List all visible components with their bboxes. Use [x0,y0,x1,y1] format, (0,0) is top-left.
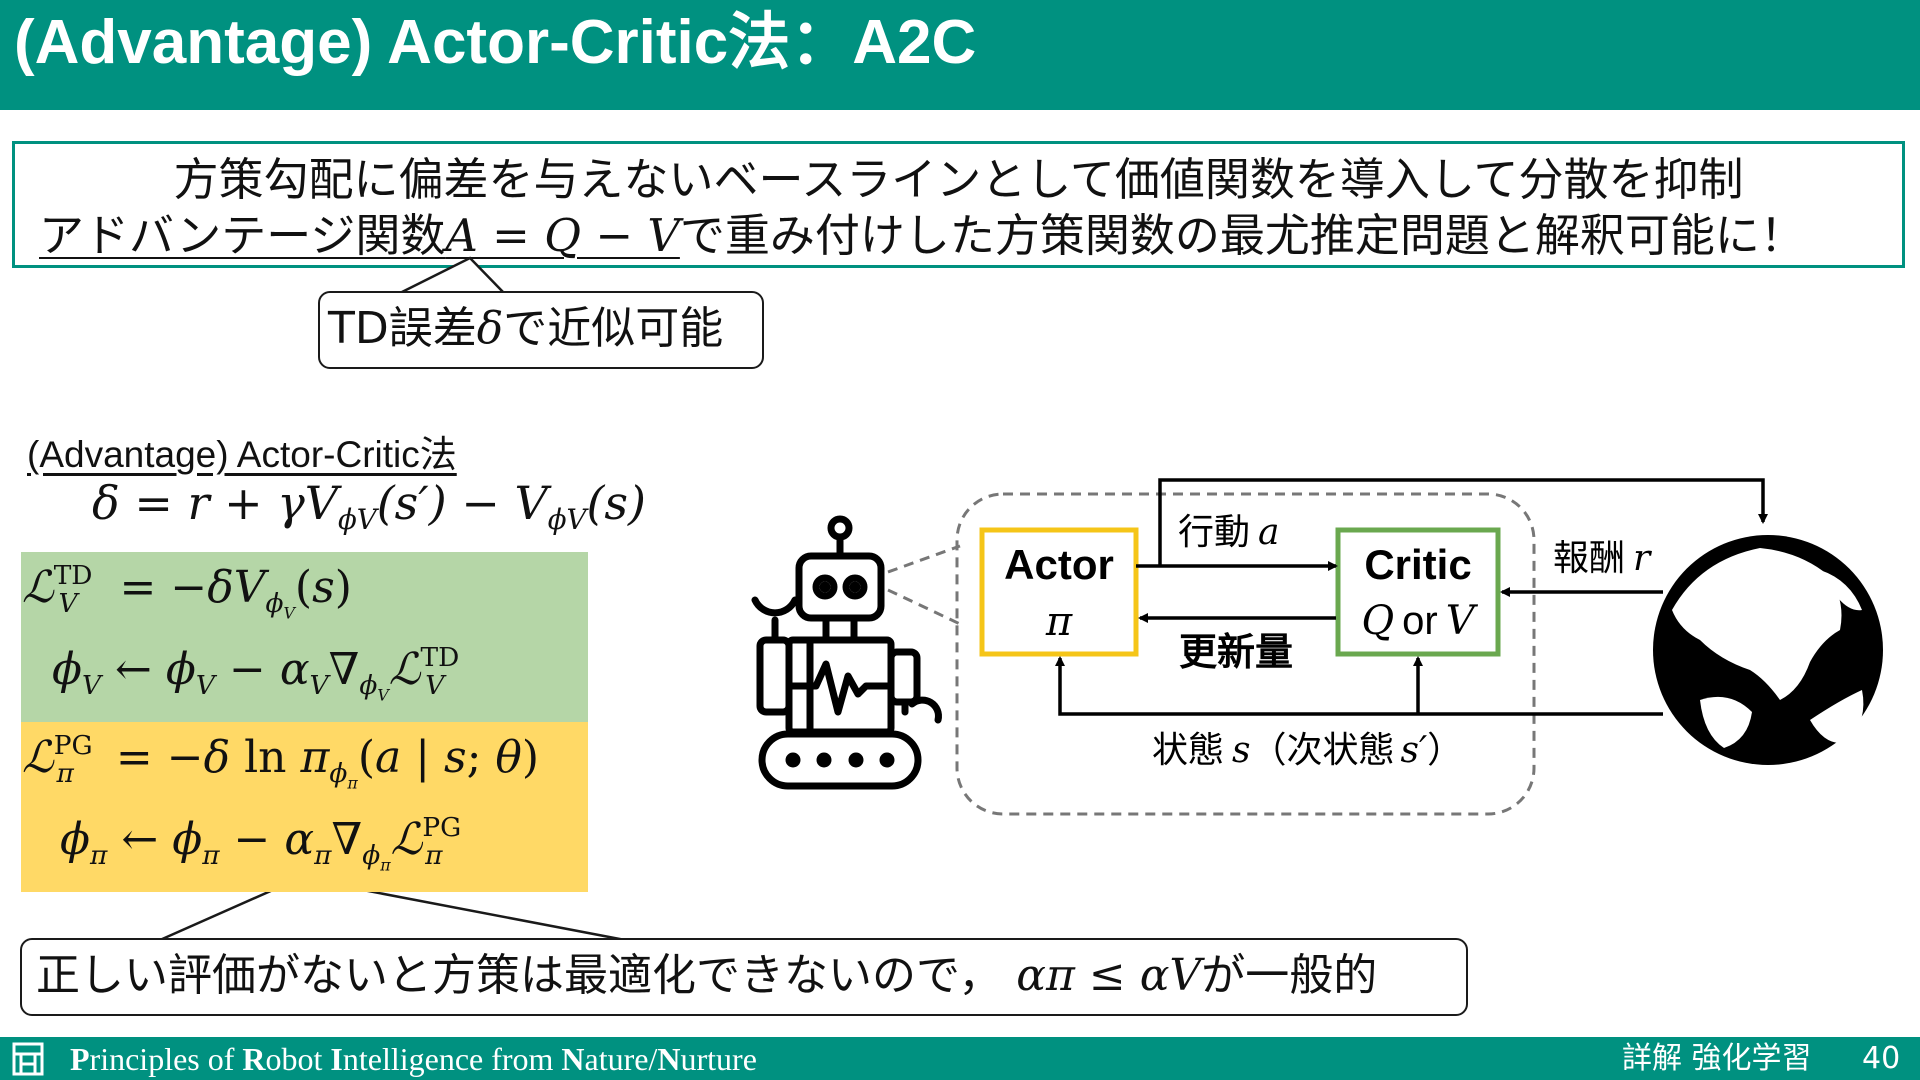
statement-line-2-rest: で重み付けした方策関数の最尤推定問題と解釈可能に！ [679,209,1805,262]
update-label: 更新量 [1179,630,1293,674]
critic-loss-box [21,552,588,722]
td-error-equation: δ = r + γVϕV(s′) − VϕV(s) [92,476,646,537]
critic-box [1335,527,1501,657]
advantage-formula: A = Q − V [445,209,680,262]
agent-boundary [955,492,1536,816]
learning-rate-text: 正しい評価がないと方策は最適化できないので， [36,950,1003,1001]
critic-loss-equation: ℒTDV = −δVϕV(s) [22,560,352,623]
slide-title: (Advantage) Actor-Critic法：A2C [14,8,977,77]
footer-book-title: 詳解 強化学習 [1622,1041,1812,1076]
actor-loss-equation: ℒPGπ = −δ ln πϕπ(a | s; θ) [22,730,540,793]
learning-rate-suffix: が一般的 [1201,950,1378,1001]
lab-logo-icon [12,1042,44,1076]
td-error-callout: TD誤差δで近似可能 [318,291,764,369]
actor-pi-symbol: π [1045,599,1073,645]
method-heading: (Advantage) Actor-Critic法 [27,434,457,475]
header-bar: (Advantage) Actor-Critic法：A2C [0,0,1920,110]
statement-line-1: 方策勾配に偏差を与えないベースラインとして価値関数を導入して分散を抑制 [173,153,1744,206]
td-callout-prefix: TD誤差 [328,303,477,354]
actor-title: Actor [1004,541,1114,588]
agent-speech-tail [887,544,961,574]
td-callout-suffix: で近似可能 [503,303,724,354]
footer-brand: Principles of Robot Intelligence from Na… [70,1041,757,1077]
statement-box: 方策勾配に偏差を与えないベースラインとして価値関数を導入して分散を抑制 アドバン… [12,141,1905,268]
footer-bar: Principles of Robot Intelligence from Na… [0,1037,1920,1080]
globe-icon [1653,535,1883,765]
learning-rate-formula: απ ≤ αV [1016,950,1202,1001]
td-delta-symbol: δ [476,303,504,354]
page-number: 40 [1862,1041,1901,1076]
critic-update-equation: ϕV ← ϕV − αV∇ϕVℒTDV [52,642,460,705]
actor-loss-box [21,722,588,892]
actor-update-equation: ϕπ ← ϕπ − απ∇ϕπℒPGπ [60,812,462,875]
critic-title: Critic [1364,541,1471,588]
learning-rate-callout: 正しい評価がないと方策は最適化できないので， απ ≤ αVが一般的 [20,938,1468,1016]
advantage-function-label: アドバンテージ関数 [39,209,446,262]
robot-icon [751,515,942,790]
actor-box [979,527,1139,657]
statement-line-2: アドバンテージ関数A = Q − Vで重み付けした方策関数の最尤推定問題と解釈可… [39,208,1805,264]
